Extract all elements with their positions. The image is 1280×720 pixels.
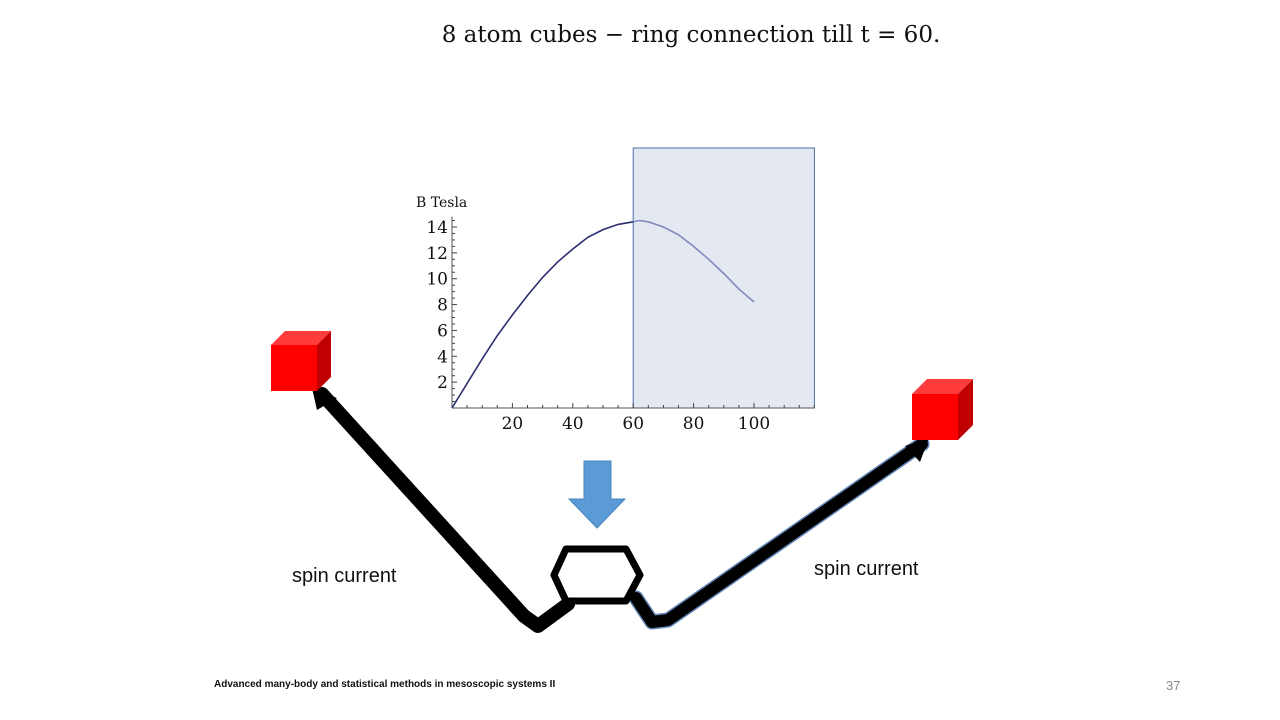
y-tick-label: 6	[437, 321, 448, 341]
slide-title: 8 atom cubes − ring connection till t = …	[0, 22, 1280, 48]
left-red-cube-icon	[271, 331, 331, 391]
x-tick-label: 40	[562, 414, 584, 434]
x-tick-label: 100	[738, 414, 770, 434]
x-tick-label: 60	[622, 414, 644, 434]
b-field-chart: 20 40 60 80 100 2 4 6 8 10 12 14 B Tesla	[416, 147, 815, 434]
curve-segment-faded	[633, 219, 755, 303]
y-tick-label: 2	[437, 373, 448, 393]
page-number: 37	[1166, 678, 1181, 693]
right-red-cube-icon	[912, 379, 973, 440]
y-tick-label: 4	[437, 347, 448, 367]
y-tick-label: 10	[426, 270, 448, 290]
y-tick-label: 14	[426, 218, 448, 238]
y-axis-label: B Tesla	[416, 195, 467, 211]
right-connector-arrow	[628, 436, 930, 630]
footer-course-title: Advanced many-body and statistical metho…	[214, 679, 556, 690]
curve-segment-solid	[451, 221, 634, 409]
chart-ticks: 20 40 60 80 100 2 4 6 8 10 12 14	[426, 218, 815, 434]
down-arrow-icon	[567, 460, 627, 529]
spin-current-label-left: spin current	[292, 565, 397, 587]
slide-title-text: 8 atom cubes − ring connection till t = …	[441, 22, 941, 48]
chart-curve	[451, 219, 755, 409]
x-tick-label: 20	[502, 414, 524, 434]
y-tick-label: 12	[426, 244, 448, 264]
spin-current-label-right: spin current	[814, 558, 919, 580]
left-connector-arrow	[312, 387, 575, 633]
y-tick-label: 8	[437, 296, 448, 316]
hexagon-ring-icon	[550, 545, 644, 605]
highlight-region	[632, 147, 815, 409]
x-tick-label: 80	[683, 414, 705, 434]
